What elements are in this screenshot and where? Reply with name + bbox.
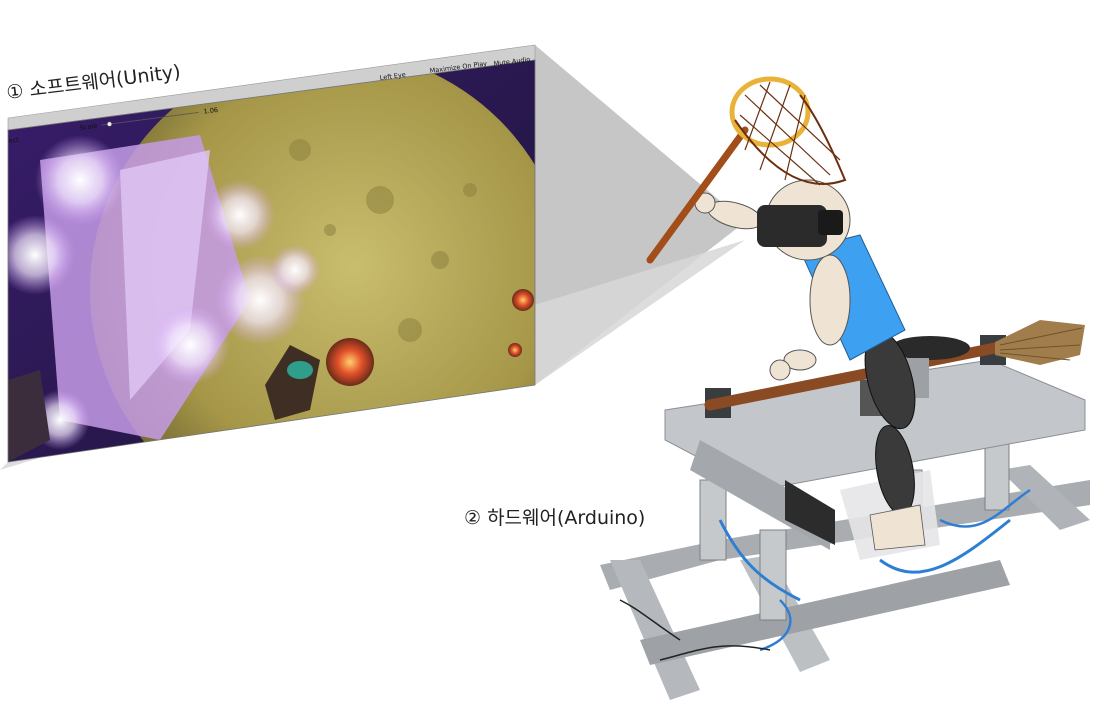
saddle-seat — [890, 336, 970, 360]
fire-asteroid — [512, 289, 534, 311]
net-handle — [646, 126, 749, 264]
glow-orb — [205, 180, 275, 250]
scale-value: 1.06 — [203, 106, 218, 116]
rider-forearm — [783, 349, 817, 371]
left-eye-label: Left Eye — [379, 71, 406, 82]
motion-platform — [600, 320, 1090, 700]
rider-foot — [869, 504, 926, 551]
broom-bristles — [995, 320, 1085, 365]
scale-slider[interactable]: Scale 1.06 — [79, 106, 218, 132]
pneumatic-cylinder — [984, 439, 1010, 511]
fire-asteroid — [508, 343, 522, 357]
pneumatic-cylinder — [699, 479, 727, 561]
rider-figure — [694, 179, 926, 551]
butterfly-net — [646, 76, 847, 264]
net-hoop — [729, 76, 811, 148]
rider-upper-arm — [809, 254, 851, 346]
glow-orb — [8, 215, 75, 295]
pneumatic-cylinder — [759, 529, 787, 621]
hardware-label: ② 하드웨어(Arduino) — [464, 507, 646, 529]
glow-orb — [150, 305, 230, 385]
fire-asteroid — [326, 338, 374, 386]
glow-orb — [270, 245, 320, 295]
unity-game-view: Left Eye Maximize On Play Mute Audio Sca… — [7, 44, 536, 463]
glow-orb — [35, 135, 125, 225]
vr-headset — [757, 205, 843, 247]
rider-hand — [769, 359, 791, 381]
tab-left-eye[interactable]: Left Eye — [379, 71, 406, 82]
scale-label: Scale — [79, 122, 97, 132]
aspect-dropdown[interactable]: ect — [8, 136, 20, 145]
